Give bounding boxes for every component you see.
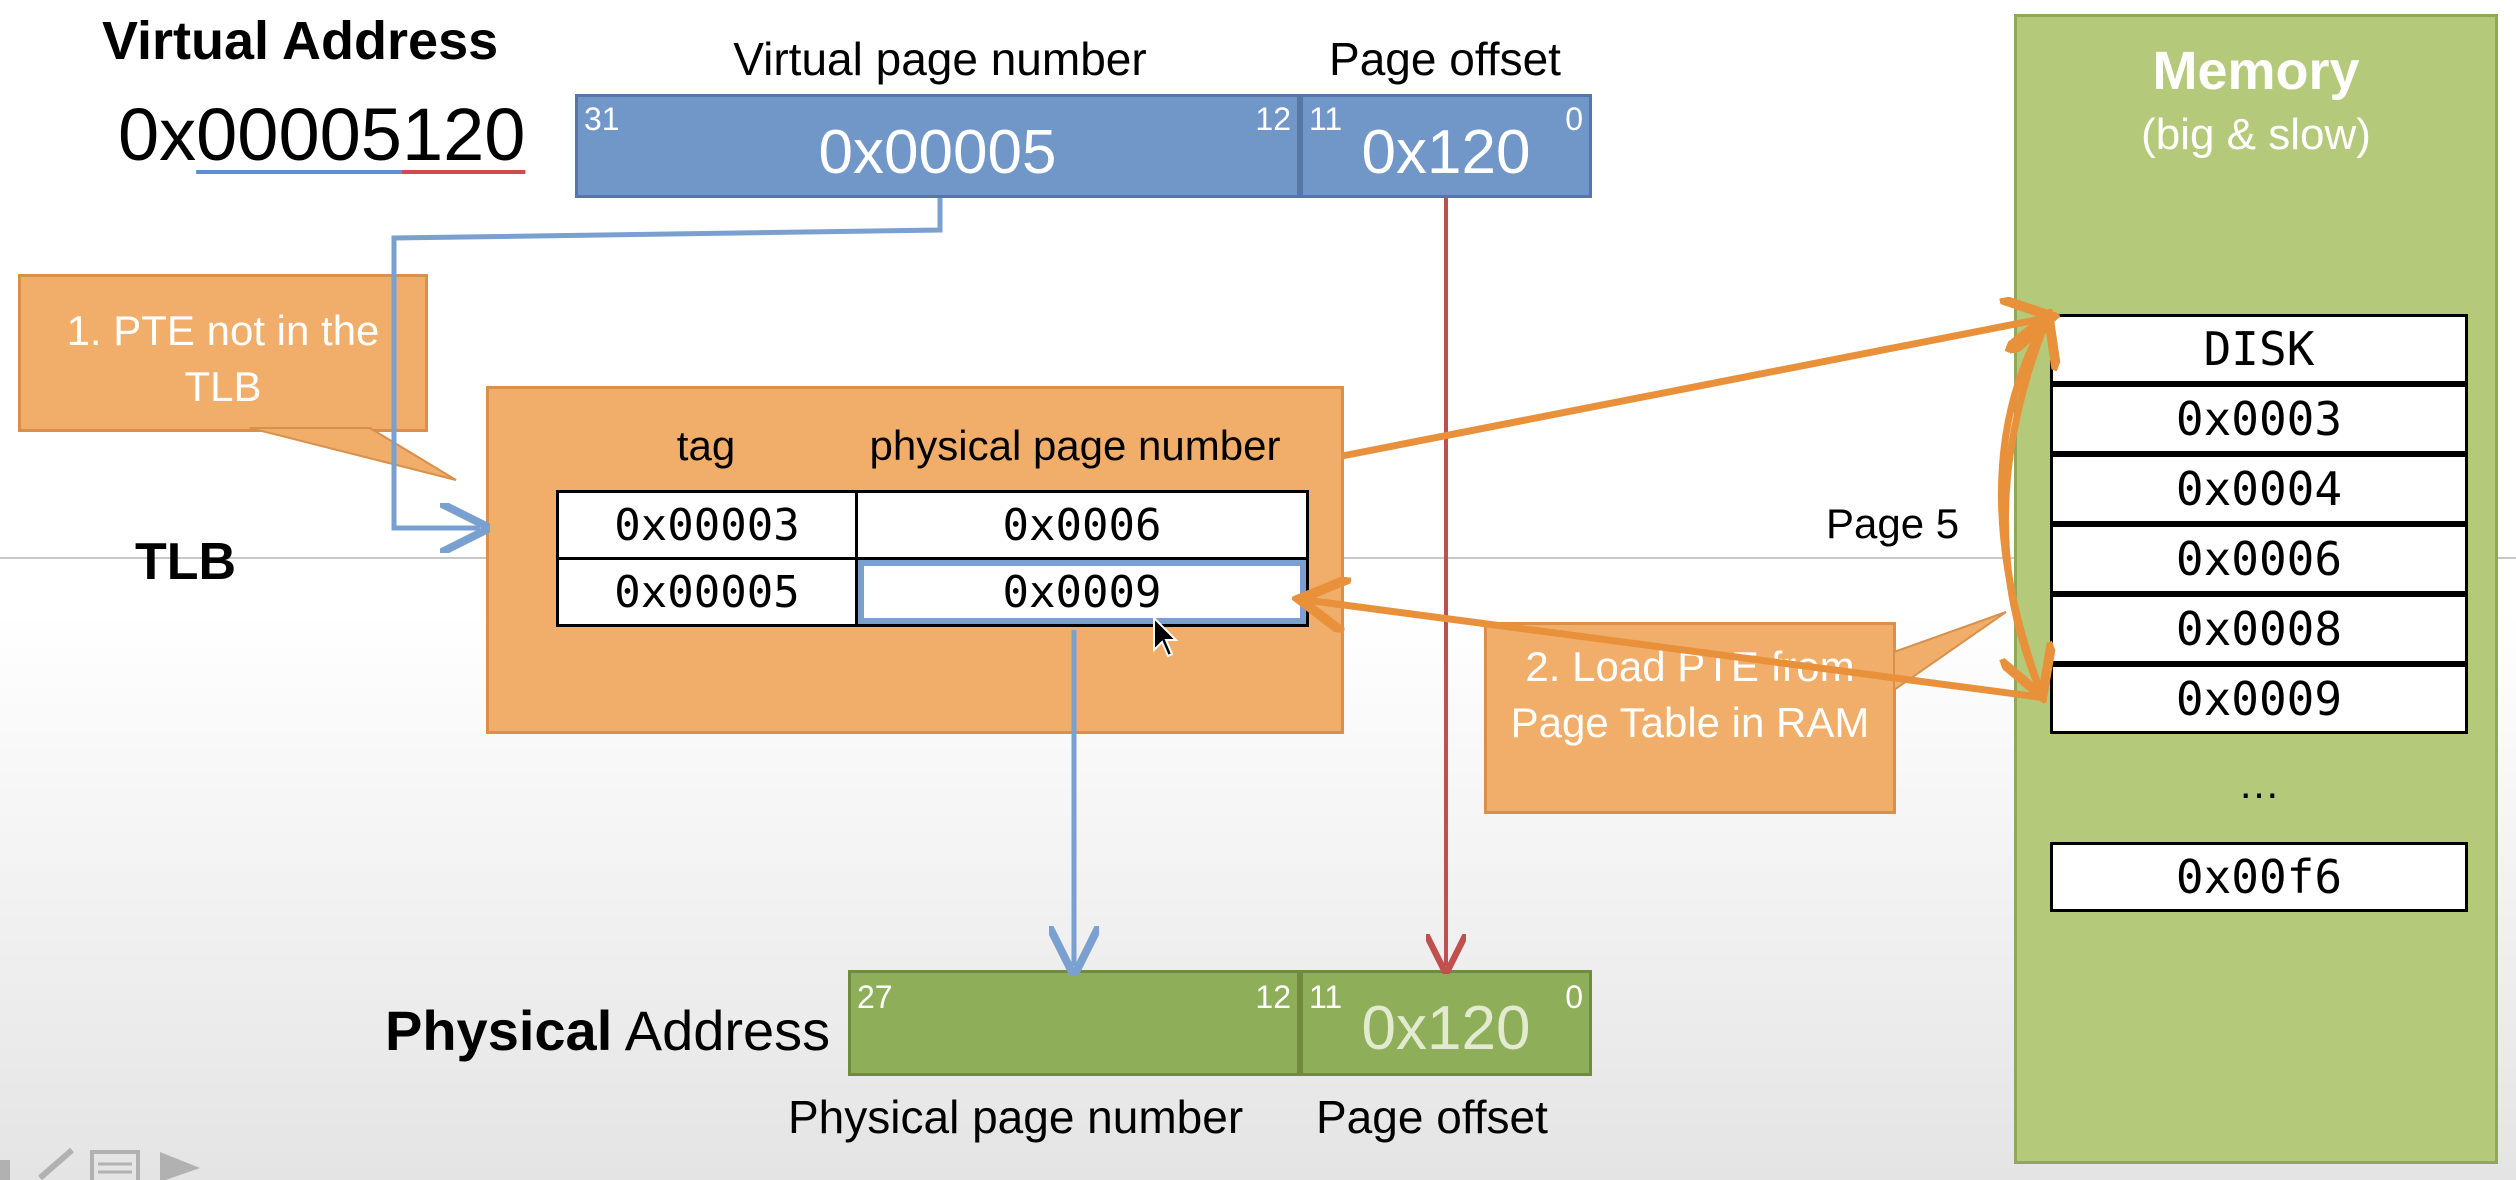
tlb-to-memory-arrow bbox=[1341, 318, 2046, 460]
page-5-label: Page 5 bbox=[1826, 500, 1960, 547]
tlb-col-tag: tag bbox=[676, 422, 736, 469]
bit-0: 0 bbox=[1565, 979, 1583, 1015]
page-offset-header: Page offset bbox=[1329, 33, 1561, 85]
pa-label-bold: Physical bbox=[385, 999, 613, 1062]
tlb-tag-cell: 0x00005 bbox=[556, 557, 858, 627]
tlb-tag-cell: 0x00003 bbox=[556, 490, 858, 560]
ppn-caption: Physical page number bbox=[788, 1091, 1244, 1143]
mouse-cursor bbox=[1153, 615, 1179, 658]
slide-toolbar bbox=[0, 1147, 200, 1180]
memory-title: Memory bbox=[2152, 41, 2360, 101]
bit-11: 11 bbox=[1309, 979, 1343, 1015]
vpn-header: Virtual page number bbox=[733, 33, 1147, 85]
bit-27: 27 bbox=[857, 979, 893, 1015]
tlb-ppn-cell: 0x0006 bbox=[855, 490, 1309, 560]
physical-ppn-field: 27 12 bbox=[848, 970, 1300, 1076]
bit-31: 31 bbox=[584, 101, 620, 137]
bit-12: 12 bbox=[1255, 979, 1291, 1015]
bit-11: 11 bbox=[1309, 101, 1343, 137]
page-offset-caption: Page offset bbox=[1316, 1091, 1548, 1143]
callout-step1-text: 1. PTE not in the TLB bbox=[66, 307, 380, 410]
pa-label-rest: Address bbox=[612, 999, 831, 1062]
memory-cell: 0x0008 bbox=[2050, 594, 2468, 664]
va-vpn-digits: 00005 bbox=[196, 93, 402, 176]
physical-offset-value: 0x120 bbox=[1361, 994, 1531, 1063]
callout-pte-not-in-tlb: 1. PTE not in the TLB bbox=[18, 274, 428, 432]
page-offset-value: 0x120 bbox=[1361, 118, 1531, 187]
va-offset-digits: 120 bbox=[401, 93, 526, 176]
memory-cell: 0x0009 bbox=[2050, 664, 2468, 734]
tlb-row: 0x00003 0x0006 bbox=[556, 490, 1309, 560]
memory-subtitle: (big & slow) bbox=[2141, 110, 2371, 159]
physical-offset-field: 11 0 0x120 bbox=[1300, 970, 1592, 1076]
callout1-pointer bbox=[249, 427, 457, 481]
memory-ellipsis: … bbox=[2238, 760, 2280, 807]
tlb-table: 0x00003 0x0006 0x00005 0x0009 bbox=[556, 490, 1309, 627]
page-offset-field: 11 0 0x120 bbox=[1300, 94, 1592, 198]
tlb-ppn-cell-highlighted: 0x0009 bbox=[855, 557, 1309, 627]
memory-cell: 0x0006 bbox=[2050, 524, 2468, 594]
vpn-field: 31 12 0x00005 bbox=[575, 94, 1300, 198]
memory-cell: 0x0003 bbox=[2050, 384, 2468, 454]
physical-address-label: Physical Address bbox=[385, 998, 830, 1063]
virtual-address-title: Virtual Address bbox=[102, 11, 499, 71]
vpn-value: 0x00005 bbox=[818, 118, 1057, 187]
callout-load-pte: 2. Load PTE from Page Table in RAM bbox=[1484, 622, 1896, 814]
memory-to-tlb-arrow bbox=[1306, 600, 2047, 702]
bit-12: 12 bbox=[1255, 101, 1291, 137]
memory-cell: DISK bbox=[2050, 314, 2468, 384]
memory-cell: 0x0004 bbox=[2050, 454, 2468, 524]
tlb-label: TLB bbox=[135, 533, 237, 591]
memory-cell-last: 0x00f6 bbox=[2050, 842, 2468, 912]
tlb-row: 0x00005 0x0009 bbox=[556, 557, 1309, 627]
tlb-col-ppn: physical page number bbox=[869, 422, 1281, 469]
callout2-pointer bbox=[1893, 611, 2007, 692]
va-prefix: 0x bbox=[118, 93, 197, 176]
memory-loop-arrow-2 bbox=[2002, 322, 2046, 692]
bit-0: 0 bbox=[1565, 101, 1583, 137]
virtual-address-value: 0x00005120 bbox=[118, 92, 525, 177]
vpn-to-tlb-arrow bbox=[391, 198, 943, 528]
